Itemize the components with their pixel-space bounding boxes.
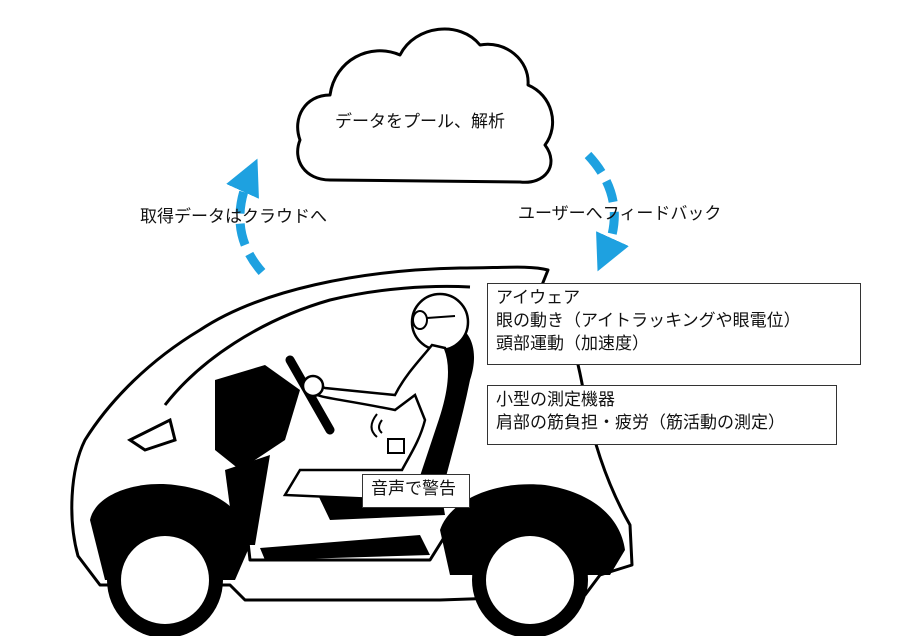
eyewear-box: アイウェア 眼の動き（アイトラッキングや眼電位） 頭部運動（加速度）	[487, 283, 861, 365]
front-wheel	[107, 522, 223, 636]
warning-box: 音声で警告	[362, 474, 470, 508]
car-body-outline	[70, 265, 634, 602]
driver-head	[410, 292, 470, 352]
right-arrow-label: ユーザーへフィードバック	[518, 204, 722, 224]
warning-label: 音声で警告	[371, 479, 456, 499]
left-cycle-arrow	[226, 158, 266, 275]
car-window-frame	[163, 284, 471, 406]
driver-hand	[301, 374, 325, 398]
device-box: 小型の測定機器 肩部の筋負担・疲労（筋活動の測定）	[487, 385, 837, 445]
rear-wheel	[472, 522, 588, 636]
eyewear-icon	[412, 310, 456, 330]
wireless-signal-icon	[370, 413, 383, 438]
right-cycle-arrow	[584, 151, 629, 272]
cloud-shape	[296, 27, 554, 184]
measuring-device	[387, 438, 405, 454]
eyewear-head-motion: 頭部運動（加速度）	[496, 334, 649, 354]
device-shoulder-load: 肩部の筋負担・疲労（筋活動の測定）	[496, 413, 785, 433]
eyewear-eye-movement: 眼の動き（アイトラッキングや眼電位）	[496, 311, 801, 331]
cloud-label: データをプール、解析	[335, 112, 505, 132]
eyewear-title: アイウェア	[496, 288, 581, 308]
driver-figure	[282, 292, 470, 502]
left-arrow-label: 取得データはクラウドへ	[140, 207, 327, 227]
device-title: 小型の測定機器	[496, 390, 615, 410]
headlight	[127, 417, 177, 452]
